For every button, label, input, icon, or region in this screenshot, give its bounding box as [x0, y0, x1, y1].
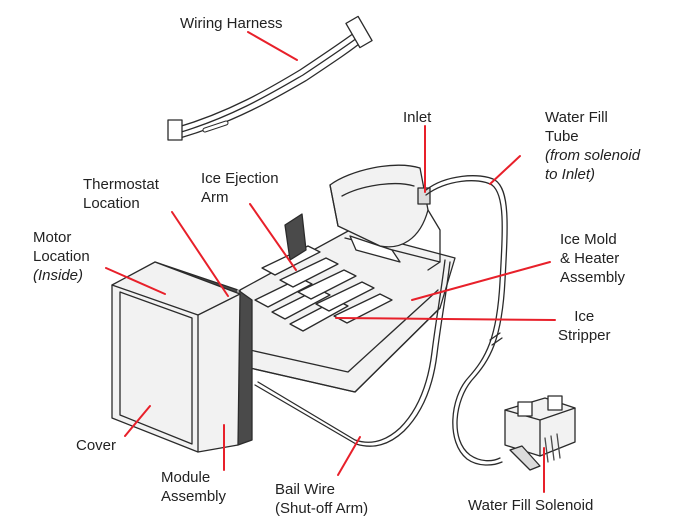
label-ice-stripper-line2: Stripper	[558, 327, 611, 344]
label-wiring-harness: Wiring Harness	[180, 14, 283, 33]
label-motor-location: Motor Location (Inside)	[33, 228, 90, 285]
label-thermostat-location: Thermostat Location	[83, 175, 159, 213]
label-water-fill-tube-note2: to Inlet)	[545, 166, 596, 183]
wiring-harness-part	[167, 15, 373, 141]
leader-ice-ejection-arm	[249, 203, 297, 271]
label-ice-stripper-line1: Ice	[574, 308, 595, 325]
label-module-line2: Assembly	[161, 488, 227, 505]
label-ice-ejection-arm-line2: Arm	[201, 189, 229, 206]
label-inlet-text: Inlet	[403, 109, 432, 126]
label-bail-wire-line2: (Shut-off Arm)	[275, 500, 369, 517]
label-cover: Cover	[76, 436, 116, 455]
leader-wiring-harness	[247, 31, 298, 61]
leader-cover	[124, 405, 151, 437]
label-thermostat-line1: Thermostat	[83, 176, 159, 193]
label-module-line1: Module	[161, 469, 211, 486]
label-inlet: Inlet	[403, 108, 431, 127]
inlet-cup-part	[329, 164, 441, 271]
cover-part	[111, 261, 241, 453]
leader-water-fill-tube	[489, 155, 521, 185]
leader-thermostat	[171, 211, 229, 297]
label-ice-mold-heater-assembly: Ice Mold & Heater Assembly	[560, 230, 625, 287]
leader-bail-wire	[337, 436, 361, 476]
label-motor-line1: Motor	[33, 229, 72, 246]
label-wiring-harness-text: Wiring Harness	[180, 15, 283, 32]
label-motor-line2: Location	[33, 248, 90, 265]
label-thermostat-line2: Location	[83, 195, 140, 212]
label-ice-stripper: Ice Stripper	[558, 307, 611, 345]
label-motor-note: (Inside)	[33, 267, 84, 284]
label-water-fill-solenoid-text: Water Fill Solenoid	[468, 497, 594, 514]
leader-ice-stripper	[335, 317, 556, 321]
label-water-fill-tube-note1: (from solenoid	[545, 147, 641, 164]
label-water-fill-tube-line2: Tube	[545, 128, 579, 145]
leader-ice-mold	[411, 261, 551, 301]
label-ice-ejection-arm-line1: Ice Ejection	[201, 170, 279, 187]
label-ice-mold-line3: Assembly	[560, 269, 626, 286]
leader-motor-location	[105, 267, 166, 295]
ice-ejection-arm-part	[254, 213, 401, 332]
label-water-fill-solenoid: Water Fill Solenoid	[468, 496, 593, 515]
label-cover-text: Cover	[76, 437, 117, 454]
leader-lines	[105, 31, 556, 493]
bail-wire-part	[254, 259, 451, 447]
label-water-fill-tube-line1: Water Fill	[545, 109, 608, 126]
label-bail-wire-line1: Bail Wire	[275, 481, 336, 498]
label-ice-ejection-arm: Ice Ejection Arm	[201, 169, 279, 207]
label-module-assembly: Module Assembly	[161, 468, 226, 506]
label-bail-wire: Bail Wire (Shut-off Arm)	[275, 480, 368, 518]
label-ice-mold-line1: Ice Mold	[560, 231, 617, 248]
label-water-fill-tube: Water Fill Tube (from solenoid to Inlet)	[545, 108, 640, 184]
water-fill-solenoid-part	[504, 395, 576, 471]
label-ice-mold-line2: & Heater	[560, 250, 620, 267]
